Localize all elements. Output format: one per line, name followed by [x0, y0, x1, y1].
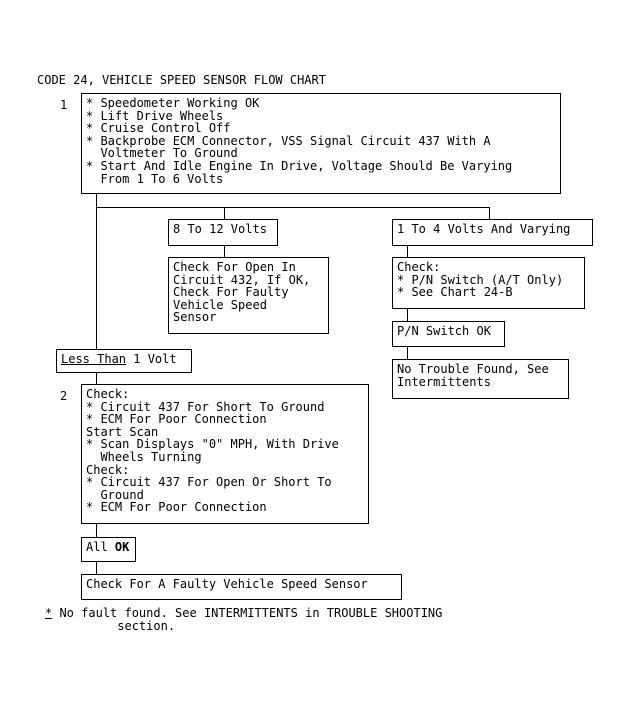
connector-line [96, 524, 97, 537]
step2-line: * Circuit 437 For Short To Ground [86, 399, 325, 414]
no-trouble-found-box: No Trouble Found, See Intermittents [392, 359, 569, 399]
connector-line [96, 562, 97, 574]
one-volt-label: 1 Volt [126, 352, 177, 366]
less-than-label: Less Than [61, 352, 127, 366]
step1-line: * Cruise Control Off [86, 121, 231, 136]
step1-line: * Start And Idle Engine In Drive, Voltag… [86, 158, 513, 173]
connector-line [96, 373, 97, 384]
step2-line: * ECM For Poor Connection [86, 412, 267, 427]
branch-8-to-12-volts: 8 To 12 Volts [168, 219, 278, 246]
all-label: All [86, 540, 115, 554]
step2-line: * Circuit 437 For Open Or Short To [86, 475, 332, 490]
step1-line: Voltmeter To Ground [86, 146, 238, 161]
pn-switch-ok-box: P/N Switch OK [392, 321, 505, 347]
step2-line: Check: [86, 387, 130, 401]
ok-label: OK [114, 540, 130, 554]
page-title: CODE 24, VEHICLE SPEED SENSOR FLOW CHART [37, 73, 326, 87]
branch-less-than-1-volt: Less Than 1 Volt [56, 349, 192, 373]
check-circuit-432-box: Check For Open In Circuit 432, If OK, Ch… [168, 257, 329, 334]
step2-line: Start Scan [86, 424, 159, 439]
connector-line [407, 309, 408, 321]
step1-line: * Backprobe ECM Connector, VSS Signal Ci… [86, 133, 491, 148]
step1-line: * Speedometer Working OK [86, 96, 260, 110]
all-ok-box: All OK [81, 537, 136, 562]
step2-line: Check: [86, 462, 130, 477]
step1-line: * Lift Drive Wheels [86, 108, 224, 123]
step2-line: * Scan Displays "0" MPH, With Drive [86, 437, 339, 452]
step2-line: Ground [86, 487, 144, 502]
final-check-box: Check For A Faulty Vehicle Speed Sensor [81, 574, 402, 600]
check-pn-switch-box: Check: * P/N Switch (A/T Only) * See Cha… [392, 257, 585, 309]
connector-line [407, 246, 408, 257]
step-2-box: Check:* Circuit 437 For Short To Ground*… [81, 384, 369, 524]
step1-line: From 1 To 6 Volts [86, 171, 224, 186]
step-number-1: 1 [60, 98, 68, 112]
connector-line [224, 207, 225, 219]
branch-1-to-4-volts: 1 To 4 Volts And Varying [392, 219, 593, 246]
connector-line [96, 194, 97, 349]
step-1-box: * Speedometer Working OK* Lift Drive Whe… [81, 93, 561, 194]
connector-line [224, 246, 225, 257]
step2-line: Wheels Turning [86, 449, 202, 464]
connector-line [96, 207, 490, 208]
footnote-text: No fault found. See INTERMITTENTS in TRO… [59, 606, 443, 633]
footnote: * No fault found. See INTERMITTENTS in T… [45, 607, 442, 632]
connector-line [407, 347, 408, 359]
connector-line [489, 207, 490, 219]
step-number-2: 2 [60, 389, 68, 403]
step2-line: * ECM For Poor Connection [86, 500, 267, 515]
footnote-marker: * [45, 606, 53, 620]
